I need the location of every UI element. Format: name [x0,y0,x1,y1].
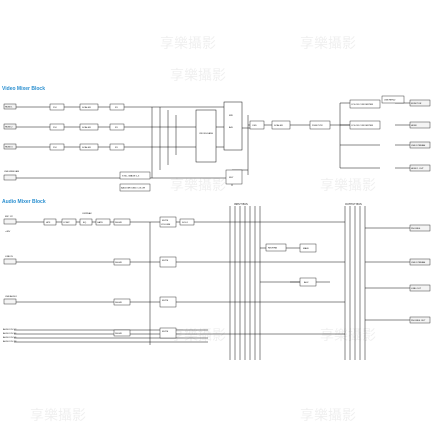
aux-label: AUX [304,281,309,284]
usb-audio-connector [3,298,17,305]
dvi-label-3: DVI [53,147,57,149]
keyer-label: KEY [229,177,234,179]
scaler-label-3: SCALER [82,146,91,149]
video-inputs: HDMI 1 HDMI 2 HDMI 3 USB WEBCAM [3,103,19,181]
fx-ab-label: A/B [229,126,233,129]
volume-label: VOLUME [161,224,171,226]
eq-label: EQ [83,222,86,224]
watermark-2: 享樂攝影 [300,35,356,52]
line-in-connector [3,258,17,265]
audio-inputs: MIC 1/2 +48V LINE IN USB AUDIO AUDIO IN … [3,216,17,343]
hpf-label: HPF [46,222,51,224]
watermark-3: 享樂攝影 [170,67,226,84]
usb-rend-label: USB REND [384,100,396,102]
hdmi-out-connector [409,121,431,129]
gate-label: GATE [97,221,103,224]
mute-label: MUTE [162,220,169,222]
line-in-label: LINE IN [5,256,13,258]
video-chain: DVI DVI DVI SCALER SCALER SCALER FX FX F… [49,95,405,192]
scaler-out-label: SCALER [274,124,283,127]
crossfade-label: CROSS FADE [199,132,214,135]
watermark-4: 享樂攝影 [170,177,226,194]
still-image-label: STILL IMAGE 1-3 [122,175,140,178]
fx-label-3: FX [115,147,118,149]
video-output-label-1: MONITOR [411,103,422,105]
video-input-label-1: HDMI 1 [5,107,13,109]
color-converter-1-label: COLOR CONVERTER [351,104,374,106]
mic-label: MIC 1/2 [5,216,13,218]
scaler-label-1: SCALER [82,106,91,109]
main-label: MAIN [303,247,309,250]
delay-label-2: DELAY [115,261,123,264]
audio-output-label-2: USB STREAM [411,261,425,264]
dvi-label-1: DVI [53,107,57,109]
watermark-6: 享樂攝影 [170,327,226,344]
osd-label: OSD [252,125,257,127]
audio-output-label-3: LINE OUT [411,288,422,290]
mute-label-2: MUTE [162,260,169,262]
line-out-connector [409,284,431,292]
color-converter-2-label: COLOR CONVERTER [351,125,374,127]
video-input-label-2: HDMI 2 [5,127,13,129]
hdmi-audio-label-3: AUDIO IN 5/6 [3,336,17,339]
video-output-label-2: HDMI [411,125,417,127]
phones-connector [409,224,431,232]
mute-label-3: MUTE [162,300,169,302]
program-label: PGM PVW [312,125,324,127]
video-section-title: Video Mixer Block [2,86,45,92]
mic-in-connector [3,218,17,225]
watermark-1: 享樂攝影 [160,35,216,52]
delay-label: DELAY [115,221,123,224]
output-bus-label: OUTPUT BUS [345,202,362,206]
usb-stream-audio-connector [409,258,431,266]
hdmi-audio-label-4: AUDIO IN 7/8 [3,340,17,343]
hdmi1-in-connector [3,103,17,110]
usb-webcam-connector [3,174,17,181]
reverb-label: REVERB [268,248,278,250]
video-output-label-4: HDMI 1 OUT [411,168,424,170]
on-peak-label: ON/PEAK [82,212,92,215]
video-outputs: MONITOR HDMI USB STREAM HDMI 1 OUT [409,99,431,172]
audio-output-label-4: PHONES OUT [411,320,426,322]
video-input-label-3: HDMI 3 [5,147,13,149]
mic-sub-label: +48V [5,231,11,233]
video-output-label-3: USB STREAM [411,144,425,147]
audio-outputs: PHONES USB STREAM LINE OUT PHONES OUT [409,224,431,324]
hdmi-audio-label-2: AUDIO IN 3/4 [3,332,17,335]
background-color-label: BACKGROUND COLOR [121,187,145,190]
usb-webcam-label: USB WEBCAM [4,170,19,173]
hdmi-audio-label-1: AUDIO IN 1/2 [3,328,17,331]
hdmi3-in-connector [3,143,17,150]
watermark-9: 享樂攝影 [300,407,356,424]
usb-audio-label: USB AUDIO [5,295,17,298]
audio-strips: HPF COMP EQ GATE DELAY MUTE VOLUME SOLO … [43,212,317,339]
mix-label: MIX [229,115,233,117]
phones-out-connector [409,316,431,324]
mute-label-4: MUTE [162,331,169,333]
monitor-out-connector [409,99,431,107]
fx-label-1: FX [115,107,118,109]
watermark-7: 享樂攝影 [320,327,376,344]
watermark-5: 享樂攝影 [320,177,376,194]
audio-output-label-1: PHONES [411,228,421,230]
watermark-8: 享樂攝影 [30,407,86,424]
watermark-layer: 享樂攝影 享樂攝影 享樂攝影 享樂攝影 享樂攝影 享樂攝影 享樂攝影 享樂攝影 … [30,35,376,424]
audio-section-title: Audio Mixer Block [2,199,46,205]
fx-label-2: FX [115,127,118,129]
solo-label: SOLO [182,222,188,224]
delay-label-4: DELAY [115,332,123,335]
delay-label-3: DELAY [115,301,123,304]
input-bus-label: INPUT BUS [234,202,248,206]
usb-stream-out-connector [409,141,431,149]
hdmi1-out-connector [409,164,431,172]
dvi-label-2: DVI [53,127,57,129]
hdmi2-in-connector [3,123,17,130]
comp-label: COMP [63,222,70,224]
scaler-label-2: SCALER [82,126,91,129]
